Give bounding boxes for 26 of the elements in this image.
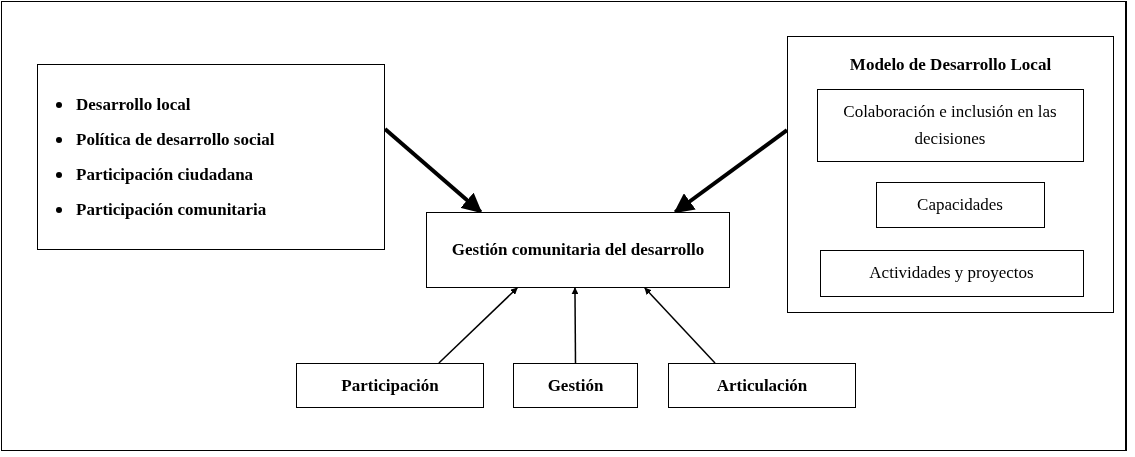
arrow — [644, 287, 716, 364]
list-item: Desarrollo local — [76, 94, 191, 116]
box-label: Gestión — [547, 374, 604, 397]
arrow — [383, 127, 483, 214]
text-box — [513, 363, 638, 408]
list-item: Participación comunitaria — [76, 199, 267, 221]
text-box — [426, 212, 730, 288]
group-box — [787, 36, 1114, 313]
box-label: Participación — [341, 374, 439, 397]
text-box — [816, 88, 1084, 162]
text-box — [668, 363, 856, 408]
box-label: Articulación — [716, 374, 808, 397]
arrow — [571, 287, 579, 364]
group-heading: Modelo de Desarrollo Local — [849, 54, 1052, 76]
list-item: Participación ciudadana — [76, 164, 254, 186]
text-box — [819, 249, 1084, 297]
text-box — [875, 181, 1045, 228]
box-label: Capacidades — [917, 193, 1003, 216]
arrow — [438, 287, 518, 364]
arrow — [673, 128, 789, 214]
box-label: Actividades y proyectos — [869, 262, 1034, 285]
list-item: Política de desarrollo social — [76, 129, 275, 151]
bullet-list-box — [37, 64, 385, 250]
text-box — [296, 363, 484, 408]
box-label: Colaboración e inclusión en las decisiones — [842, 100, 1058, 150]
box-label: Gestión comunitaria del desarrollo — [451, 239, 705, 262]
